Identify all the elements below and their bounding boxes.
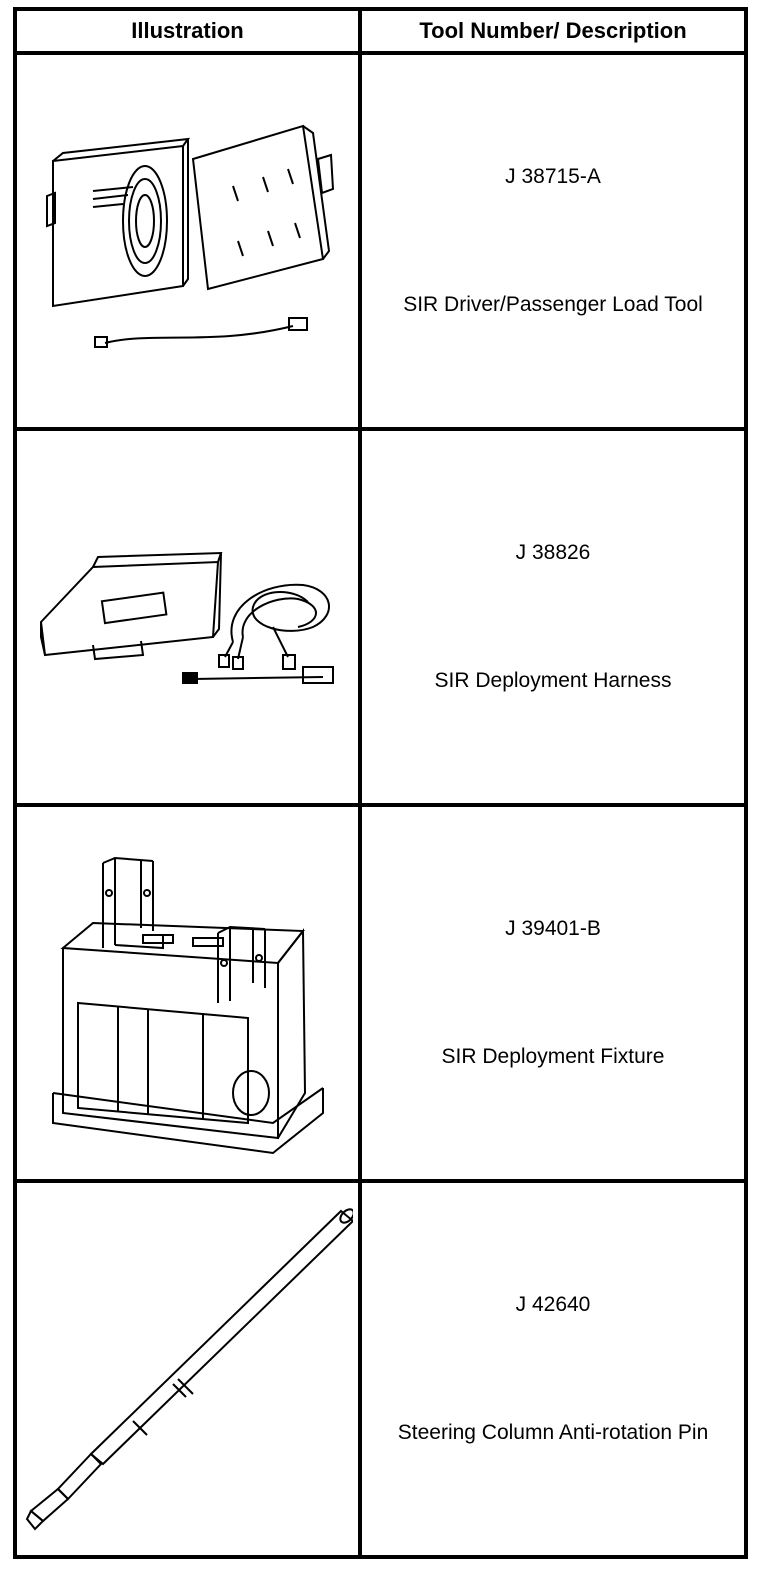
tool-number: J 39401-B	[505, 917, 601, 940]
tool-description: SIR Deployment Harness	[434, 669, 672, 692]
description-cell: J 38715-A SIR Driver/Passenger Load Tool	[358, 51, 748, 431]
sir-load-tool-case-icon	[33, 111, 343, 371]
tool-number: J 38826	[515, 541, 591, 564]
tool-description: SIR Deployment Fixture	[441, 1045, 665, 1068]
table-row: J 38715-A SIR Driver/Passenger Load Tool	[13, 51, 748, 431]
tool-description: Steering Column Anti-rotation Pin	[397, 1421, 709, 1444]
header-row: Illustration Tool Number/ Description	[13, 7, 748, 55]
tool-number: J 38715-A	[505, 165, 601, 188]
header-tool-description: Tool Number/ Description	[358, 7, 748, 55]
table-row: J 39401-B SIR Deployment Fixture	[13, 803, 748, 1183]
deployment-harness-case-icon	[33, 527, 343, 707]
table-row: J 38826 SIR Deployment Harness	[13, 427, 748, 807]
description-cell: J 38826 SIR Deployment Harness	[358, 427, 748, 807]
table-row: J 42640 Steering Column Anti-rotation Pi…	[13, 1179, 748, 1559]
description-cell: J 42640 Steering Column Anti-rotation Pi…	[358, 1179, 748, 1559]
illustration-cell	[13, 1179, 362, 1559]
deployment-fixture-icon	[33, 823, 343, 1163]
special-tools-table: Illustration Tool Number/ Description	[13, 7, 748, 1559]
tool-description: SIR Driver/Passenger Load Tool	[403, 293, 703, 316]
anti-rotation-pin-icon	[23, 1199, 353, 1539]
header-illustration: Illustration	[13, 7, 362, 55]
illustration-cell	[13, 51, 362, 431]
tool-number: J 42640	[515, 1293, 591, 1316]
description-cell: J 39401-B SIR Deployment Fixture	[358, 803, 748, 1183]
illustration-cell	[13, 803, 362, 1183]
illustration-cell	[13, 427, 362, 807]
